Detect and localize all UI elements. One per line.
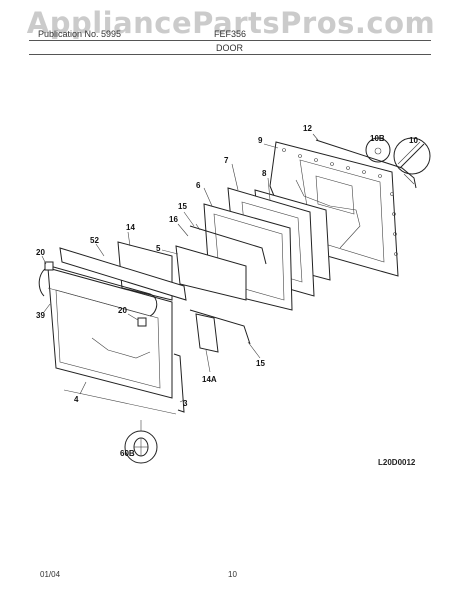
callout-20-right: 20 [118,306,127,315]
part-12-door-gasket [315,139,417,189]
callout-3: 3 [183,399,188,408]
drawing-code: L20D0012 [378,458,416,467]
part-60B-screw-detail [124,420,158,464]
callout-15-top: 15 [178,202,187,211]
callout-12: 12 [303,124,312,133]
callout-14A: 14A [202,375,217,384]
callout-20-left: 20 [36,248,45,257]
part-52-door-trim [59,247,187,301]
callout-14: 14 [126,223,135,232]
callout-8: 8 [262,169,267,178]
section-title: DOOR [216,43,243,53]
callout-9: 9 [258,136,263,145]
part-5-glass-panel [175,245,247,301]
part-39-door-handle [38,265,158,317]
part-14A-panel [195,313,219,353]
callout-5: 5 [156,244,161,253]
callout-39: 39 [36,311,45,320]
part-10-detail [393,137,431,175]
callout-52: 52 [90,236,99,245]
callout-10B: 10B [370,134,385,143]
callout-6: 6 [196,181,201,190]
footer-page-number: 10 [228,570,237,579]
callout-60B: 60B [120,449,135,458]
footer-date: 01/04 [40,570,61,579]
part-15-glass-clip-bottom [189,309,251,345]
leader-lines [41,133,319,403]
part-3-side-trim [173,353,185,413]
watermark: AppliancePartsPros.com [26,6,436,40]
callout-15-bottom: 15 [256,359,265,368]
callout-4: 4 [74,395,79,404]
subheader-rule [29,54,431,55]
header-rule [29,40,431,41]
part-20-screw-left [44,261,54,271]
callout-7: 7 [224,156,229,165]
model-number: FEF356 [214,29,247,39]
callout-16: 16 [169,215,178,224]
part-15-glass-clip-top [195,223,201,231]
publication-number: Publication No. 5995 [38,29,122,39]
callout-10: 10 [409,136,418,145]
part-16-glass-retainer [189,225,267,265]
part-10B-detail [365,137,391,163]
part-20-screw-right [137,317,147,327]
